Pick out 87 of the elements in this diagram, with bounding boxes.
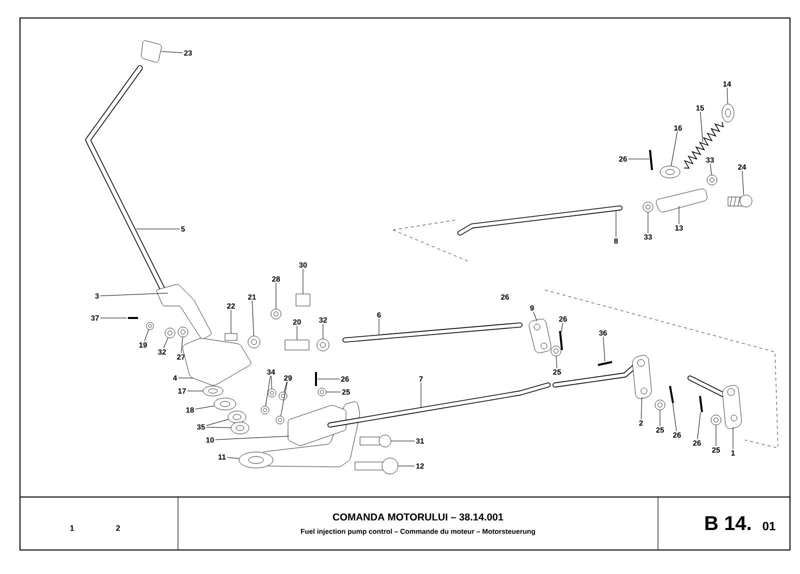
bolt — [354, 458, 398, 474]
leader-line — [206, 426, 232, 428]
leader-line — [678, 206, 680, 224]
pin — [649, 150, 653, 170]
leader-line — [710, 164, 712, 176]
leader-line — [556, 356, 558, 368]
pin — [669, 386, 674, 404]
title: COMANDA MOTORULUI – 38.14.001 — [332, 513, 504, 521]
leader-line — [603, 336, 606, 362]
washer — [550, 346, 562, 356]
leader-line — [700, 112, 703, 142]
leader-line — [226, 457, 240, 459]
bolt — [296, 294, 310, 306]
leader-line — [265, 376, 271, 406]
sleeve — [284, 340, 310, 350]
leader-line — [322, 324, 324, 340]
leader-line — [215, 436, 290, 440]
link — [656, 188, 708, 212]
leader-line — [163, 338, 168, 348]
lever-bracket — [156, 284, 212, 340]
lever — [528, 318, 552, 354]
washer — [146, 322, 154, 330]
plate — [660, 166, 680, 178]
sleeve — [224, 333, 238, 341]
sheet-number: 2 — [116, 525, 120, 531]
sheet-number: 1 — [70, 525, 74, 531]
pedal — [238, 452, 274, 468]
nut — [316, 338, 330, 352]
rod — [458, 206, 622, 236]
spring — [684, 122, 724, 169]
bolt — [360, 434, 392, 448]
washer — [202, 386, 224, 396]
leader-line — [206, 419, 229, 426]
pedal-bracket — [262, 401, 360, 468]
leader-line — [420, 382, 422, 408]
leader-line — [561, 322, 563, 332]
pin — [598, 361, 612, 366]
leader-line — [628, 158, 650, 160]
leader-line — [160, 51, 183, 53]
leader-line — [136, 228, 180, 230]
leader-line — [302, 268, 304, 294]
leader-line — [284, 382, 288, 392]
leader-line — [726, 88, 728, 104]
leader-line — [742, 170, 744, 196]
leader-line — [181, 336, 183, 354]
leader-line — [100, 292, 168, 296]
leader-line — [390, 440, 415, 442]
leader-line — [378, 318, 380, 336]
washer — [278, 392, 288, 400]
nut — [268, 388, 276, 398]
pin — [559, 330, 563, 350]
leader-line — [533, 312, 538, 322]
bushing — [228, 410, 246, 424]
leader-line — [296, 326, 298, 340]
washer — [654, 400, 666, 410]
leader-line — [230, 310, 232, 334]
leader-line — [144, 329, 149, 342]
leader-line — [670, 132, 678, 166]
rod — [342, 322, 522, 342]
sheet-code: 01 — [762, 522, 776, 530]
nut — [260, 406, 270, 414]
washer — [318, 388, 326, 396]
washer — [214, 398, 236, 410]
nut — [642, 202, 654, 212]
lever — [688, 376, 742, 429]
sheet-code: B 14. — [705, 516, 750, 530]
ball-joint — [248, 336, 260, 348]
leader-line — [187, 390, 204, 392]
bolt — [728, 194, 752, 208]
leader-line — [317, 378, 340, 380]
leader-line — [672, 402, 677, 432]
washer — [164, 328, 176, 338]
washer — [178, 326, 188, 338]
bushing — [230, 422, 250, 434]
leader-line — [732, 426, 734, 450]
leader-line — [640, 396, 642, 420]
nut — [706, 174, 718, 186]
leader-line — [252, 300, 254, 336]
leader-line — [697, 412, 701, 440]
leader-line — [280, 382, 288, 416]
washer — [276, 416, 284, 424]
nut — [270, 308, 282, 320]
eye-plate — [722, 104, 734, 122]
lever — [632, 355, 652, 399]
knob — [141, 40, 162, 62]
leader-line — [195, 406, 215, 410]
leader-line — [270, 376, 272, 390]
